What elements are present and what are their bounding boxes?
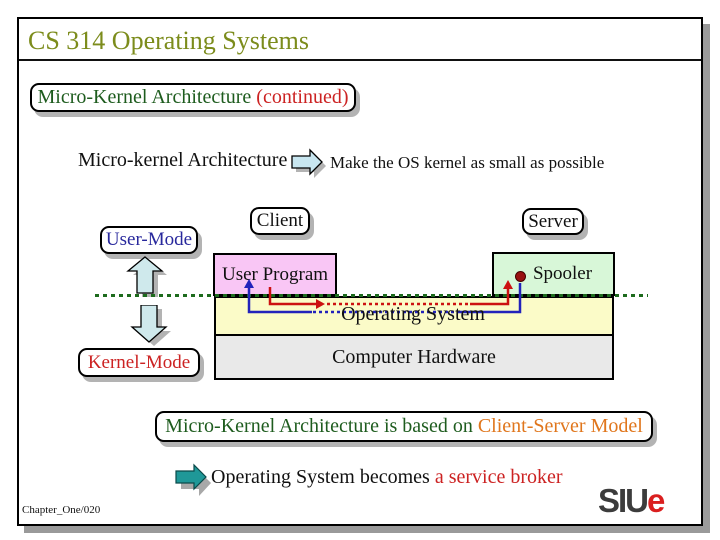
user-mode-box: User-Mode — [100, 226, 198, 254]
kernel-mode-label: Kernel-Mode — [87, 352, 191, 373]
broker-note: Operating System becomes a service broke… — [211, 466, 563, 489]
kernel-mode-box: Kernel-Mode — [78, 348, 200, 377]
definition-label: Make the OS kernel as small as possible — [330, 153, 605, 172]
siu-logo: SIUe — [598, 482, 665, 520]
term-label: Micro-kernel Architecture — [78, 149, 288, 171]
heading-green-text: Micro-Kernel Architecture — [37, 86, 257, 108]
server-box: Server — [522, 208, 584, 235]
right-arrow-icon — [291, 148, 326, 178]
teal-arrow-icon — [175, 463, 211, 496]
broker-black-text: Operating System becomes — [211, 466, 435, 488]
server-label: Server — [528, 211, 578, 232]
broker-red-text: a service broker — [434, 466, 563, 488]
siu-logo-text: SIU — [598, 482, 649, 519]
up-arrow-icon — [126, 256, 167, 297]
user-program-label: User Program — [221, 264, 329, 285]
hardware-band: Computer Hardware — [214, 334, 614, 380]
os-label: Operating System — [341, 303, 485, 325]
user-mode-label: User-Mode — [105, 229, 193, 250]
chapter-label: Chapter_One/020 — [22, 504, 101, 516]
conclusion-green-text: Micro-Kernel Architecture is based on — [165, 415, 478, 437]
client-box: Client — [250, 207, 310, 235]
down-arrow-icon — [130, 305, 171, 346]
spooler-port-dot — [514, 270, 526, 282]
user-program-box: User Program — [213, 253, 337, 296]
title-divider — [19, 59, 701, 61]
page-title: CS 314 Operating Systems — [28, 26, 309, 55]
spooler-label: Spooler — [532, 263, 593, 284]
conclusion-box: Micro-Kernel Architecture is based on Cl… — [155, 411, 653, 442]
hardware-label: Computer Hardware — [332, 345, 496, 368]
heading-box: Micro-Kernel Architecture (continued) — [30, 83, 356, 112]
heading-continued-text: (continued) — [256, 86, 349, 108]
conclusion-orange-text: Client-Server Model — [477, 415, 643, 437]
mode-divider-line — [95, 294, 648, 297]
spooler-box: Spooler — [492, 252, 615, 296]
client-label: Client — [256, 210, 304, 231]
siu-logo-e-mark: e — [647, 482, 665, 519]
